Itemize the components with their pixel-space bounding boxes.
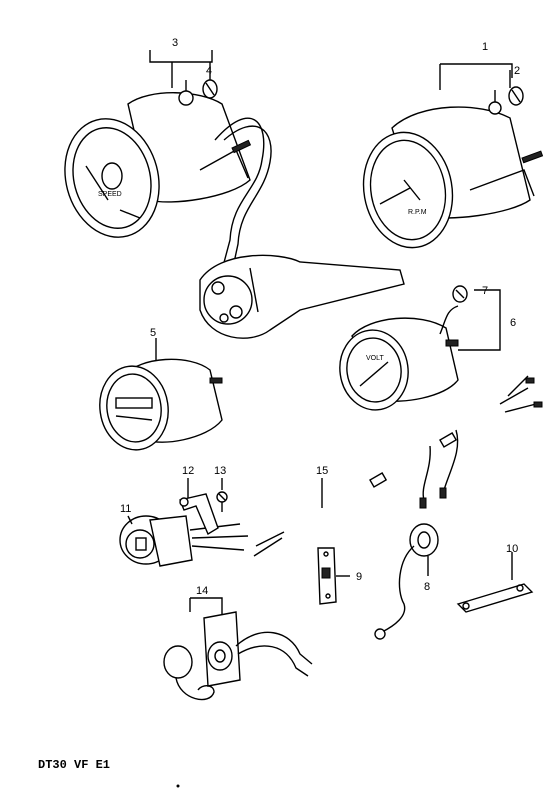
voltmeter-gauge: VOLT bbox=[339, 305, 459, 411]
plate-9 bbox=[317, 547, 337, 605]
callout-14: 14 bbox=[196, 585, 208, 597]
wiring-harness bbox=[253, 375, 543, 557]
callout-labels: 1 2 3 4 5 6 7 8 9 10 11 12 13 14 15 bbox=[120, 37, 520, 597]
callout-1: 1 bbox=[482, 41, 488, 53]
callout-3: 3 bbox=[172, 37, 178, 49]
callout-4: 4 bbox=[206, 65, 212, 77]
callout-8: 8 bbox=[424, 581, 430, 593]
bracket-10 bbox=[456, 583, 534, 613]
tacho-dial-text: R.P.M bbox=[408, 209, 427, 216]
tachometer-gauge: R.P.M bbox=[362, 90, 544, 249]
bulb-socket-2 bbox=[508, 86, 524, 106]
bulb-socket-7 bbox=[452, 285, 468, 303]
callout-13: 13 bbox=[214, 465, 226, 477]
volt-dial-text: VOLT bbox=[366, 355, 384, 362]
key-switch bbox=[119, 515, 249, 567]
hour-meter-gauge bbox=[99, 358, 223, 451]
screw-13 bbox=[216, 491, 228, 512]
remote-control-box bbox=[199, 254, 405, 339]
speedometer-gauge: SPEED bbox=[64, 80, 252, 238]
speedo-dial-text: SPEED bbox=[98, 191, 122, 198]
switch-bracket bbox=[179, 493, 219, 536]
grommet-lead bbox=[374, 523, 439, 640]
callout-12: 12 bbox=[182, 465, 194, 477]
callout-6: 6 bbox=[510, 317, 516, 329]
diagram-caption: DT30 VF E1 bbox=[38, 758, 111, 772]
callout-15: 15 bbox=[316, 465, 328, 477]
switch-assembly-14 bbox=[163, 611, 313, 701]
bulb-socket-4 bbox=[202, 79, 218, 99]
callout-9: 9 bbox=[356, 571, 362, 583]
callout-11: 11 bbox=[120, 503, 131, 515]
callout-5: 5 bbox=[150, 327, 156, 339]
callout-10: 10 bbox=[506, 543, 518, 555]
speedo-cable bbox=[214, 117, 265, 271]
callout-2: 2 bbox=[514, 65, 520, 77]
callout-7: 7 bbox=[482, 285, 488, 297]
stray-dot bbox=[176, 784, 180, 788]
leader-lines bbox=[127, 50, 513, 614]
